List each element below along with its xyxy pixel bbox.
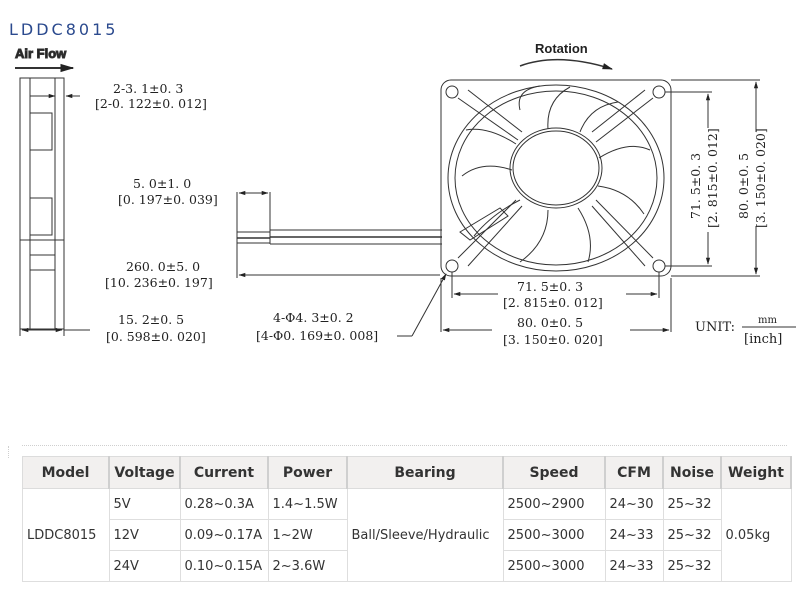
rotation-label: Rotation [535,41,588,56]
header-bearing: Bearing [346,456,504,489]
header-speed: Speed [502,456,606,489]
cell-noise: 25~32 [662,550,722,582]
fan-front-view [440,79,672,277]
air-flow-label: Air Flow [15,46,67,61]
header-weight: Weight [720,456,792,489]
unit-label: UNIT: [695,320,735,335]
rotation-arrow-icon [519,59,614,70]
cell-power: 2~3.6W [267,550,348,582]
spec-table: Model Voltage Current Power Bearing Spee… [22,456,792,582]
unit-numerator: mm [758,315,777,326]
cell-current: 0.09~0.17A [179,519,269,551]
table-row: LDDC8015 5V 0.28~0.3A 1.4~1.5W Ball/Slee… [22,488,792,582]
depth-mm: 15. 2±0. 5 [118,312,184,327]
cell-power: 1~2W [267,519,348,551]
fan-dimension-drawing: Air Flow 2-3. 1±0. 3 [2-0. 122±0. 012] 5… [15,41,796,347]
holes-mm: 4-Φ4. 3±0. 2 [273,310,354,325]
hole-pitch-v-inch: [2. 815±0. 012] [705,128,720,228]
cell-weight: 0.05kg [720,488,792,582]
cell-power: 1.4~1.5W [267,488,348,520]
header-voltage: Voltage [108,456,181,489]
hole-pitch-v-mm: 71. 5±0. 3 [688,153,703,219]
height-inch: [3. 150±0. 020] [753,128,768,228]
cell-bearing: Ball/Sleeve/Hydraulic [346,488,504,582]
cell-model: LDDC8015 [22,488,110,582]
header-model: Model [22,456,110,489]
table-row: 24V 0.10~0.15A 2~3.6W 2500~3000 24~33 25… [23,550,792,582]
model-title: LDDC8015 [9,20,119,39]
cell-voltage: 5V [108,488,181,520]
header-cfm: CFM [604,456,664,489]
cell-speed: 2500~2900 [502,488,606,520]
cell-noise: 25~32 [662,519,722,551]
lead-strip-inch: [0. 197±0. 039] [118,192,218,207]
cell-speed: 2500~3000 [502,519,606,551]
frame-thickness-inch: [2-0. 122±0. 012] [95,96,207,111]
hole-pitch-h-inch: [2. 815±0. 012] [503,295,603,310]
depth-inch: [0. 598±0. 020] [106,329,206,344]
cell-current: 0.10~0.15A [179,550,269,582]
table-row: 12V 0.09~0.17A 1~2W 2500~3000 24~33 25~3… [23,519,792,551]
lead-length-inch: [10. 236±0. 197] [105,275,213,290]
frame-thickness-mm: 2-3. 1±0. 3 [113,81,183,96]
cell-voltage: 12V [108,519,181,551]
cell-cfm: 24~33 [604,519,664,551]
cell-speed: 2500~3000 [502,550,606,582]
cell-cfm: 24~30 [604,488,664,520]
unit-denominator: [inch] [744,332,782,347]
cell-voltage: 24V [108,550,181,582]
table-top-divider [22,445,787,446]
lead-strip-mm: 5. 0±1. 0 [133,176,191,191]
side-view: Air Flow [15,46,90,336]
cell-noise: 25~32 [662,488,722,520]
width-inch: [3. 150±0. 020] [503,332,603,347]
lead-length-mm: 260. 0±5. 0 [126,259,200,274]
header-current: Current [179,456,269,489]
height-mm: 80. 0±0. 5 [736,153,751,219]
table-header-row: Model Voltage Current Power Bearing Spee… [22,456,792,489]
header-noise: Noise [662,456,722,489]
cell-current: 0.28~0.3A [179,488,269,520]
width-mm: 80. 0±0. 5 [517,315,583,330]
cell-cfm: 24~33 [604,550,664,582]
holes-inch: [4-Φ0. 169±0. 008] [256,328,378,343]
header-power: Power [267,456,348,489]
lead-wires [236,190,447,337]
hole-pitch-h-mm: 71. 5±0. 3 [517,279,583,294]
table-left-divider [8,446,9,458]
